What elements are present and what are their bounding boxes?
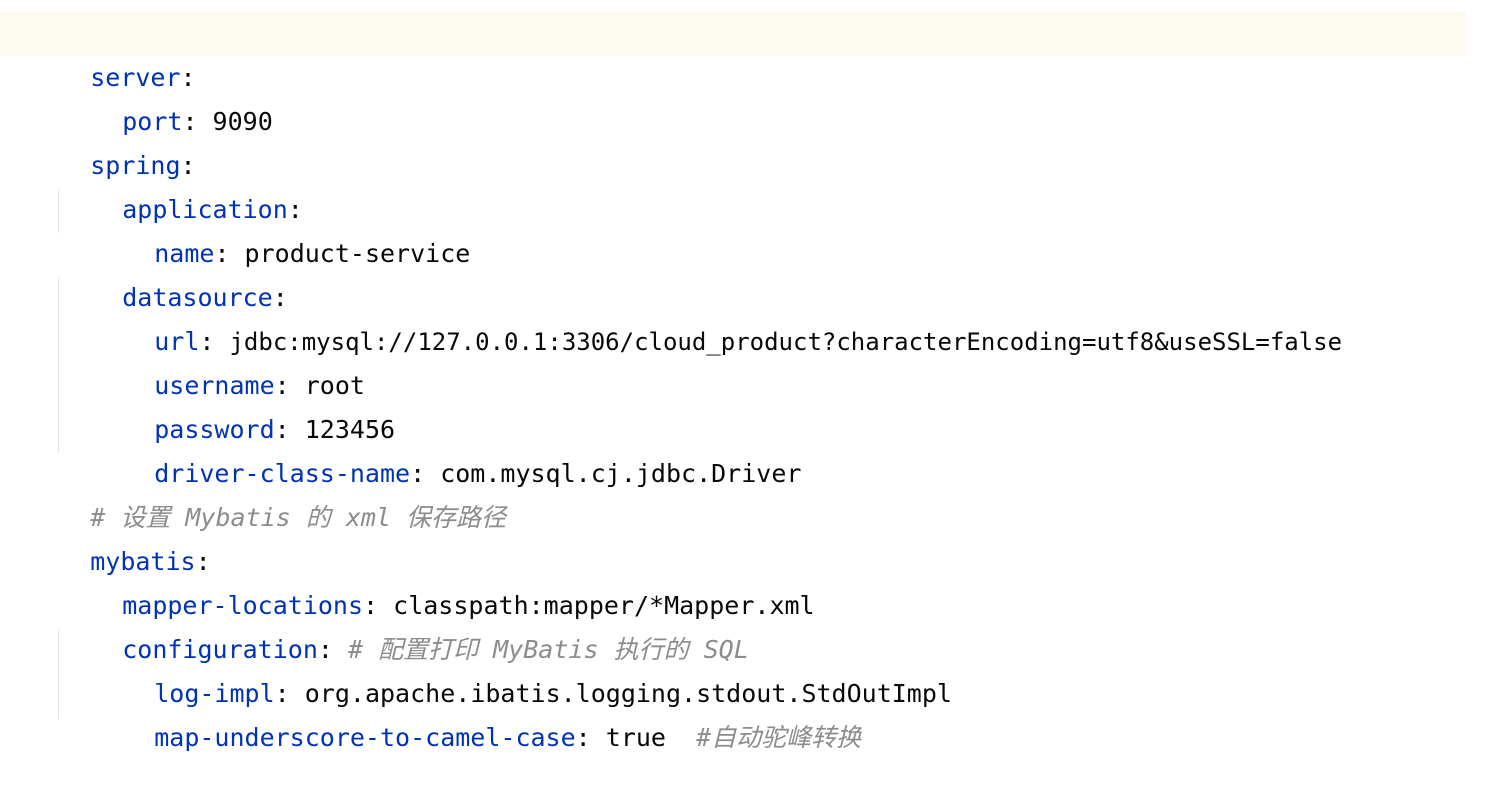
- code-line-port[interactable]: port: 9090: [122, 107, 273, 136]
- yaml-value: 123456: [304, 415, 396, 444]
- yaml-value: jdbc:mysql://127.0.0.1:3306/cloud_produc…: [229, 328, 1343, 356]
- indent-guide-configuration: [58, 629, 59, 719]
- yaml-key: datasource: [122, 283, 273, 312]
- yaml-key: url: [154, 327, 200, 356]
- yaml-key: configuration: [122, 635, 318, 664]
- yaml-key: log-impl: [154, 679, 275, 708]
- yaml-value: org.apache.ibatis.logging.stdout.StdOutI…: [304, 679, 952, 708]
- code-line-application[interactable]: application:: [122, 195, 303, 224]
- indent-guide-application: [58, 189, 59, 233]
- yaml-key: server: [90, 63, 181, 92]
- yaml-comment: #自动驼峰转换: [696, 723, 862, 752]
- code-line-configuration[interactable]: configuration: # 配置打印 MyBatis 执行的 SQL: [122, 635, 749, 664]
- yaml-value: 9090: [212, 107, 273, 136]
- yaml-comment: # 设置 Mybatis 的 xml 保存路径: [90, 503, 507, 532]
- yaml-value: root: [304, 371, 365, 400]
- code-line-url[interactable]: url: jdbc:mysql://127.0.0.1:3306/cloud_p…: [154, 327, 1343, 356]
- yaml-key: map-underscore-to-camel-case: [154, 723, 576, 752]
- yaml-editor[interactable]: server: port: 9090 spring: application: …: [0, 0, 1502, 752]
- code-line-driver-class-name[interactable]: driver-class-name: com.mysql.cj.jdbc.Dri…: [154, 459, 802, 488]
- yaml-key: spring: [90, 151, 181, 180]
- code-line-username[interactable]: username: root: [154, 371, 365, 400]
- code-line-spring[interactable]: spring:: [90, 151, 196, 180]
- code-line-map-underscore[interactable]: map-underscore-to-camel-case: true #自动驼峰…: [154, 723, 862, 752]
- yaml-key: mapper-locations: [122, 591, 364, 620]
- yaml-value: product-service: [244, 239, 471, 268]
- code-line-name[interactable]: name: product-service: [154, 239, 471, 268]
- yaml-key: name: [154, 239, 215, 268]
- yaml-comment: # 配置打印 MyBatis 执行的 SQL: [348, 635, 749, 664]
- code-line-server[interactable]: server:: [0, 12, 1466, 92]
- yaml-key: mybatis: [90, 547, 196, 576]
- yaml-key: port: [122, 107, 183, 136]
- yaml-value: com.mysql.cj.jdbc.Driver: [440, 459, 802, 488]
- code-line-mybatis[interactable]: mybatis:: [90, 547, 211, 576]
- code-line-mapper-locations[interactable]: mapper-locations: classpath:mapper/*Mapp…: [122, 591, 815, 620]
- indent-guide-datasource: [58, 277, 59, 453]
- code-line-log-impl[interactable]: log-impl: org.apache.ibatis.logging.stdo…: [154, 679, 952, 708]
- code-line-comment-mybatis[interactable]: # 设置 Mybatis 的 xml 保存路径: [0, 452, 1466, 532]
- code-line-datasource[interactable]: datasource:: [122, 283, 288, 312]
- yaml-key: driver-class-name: [154, 459, 411, 488]
- yaml-key: application: [122, 195, 288, 224]
- code-line-password[interactable]: password: 123456: [154, 415, 396, 444]
- yaml-value: classpath:mapper/*Mapper.xml: [393, 591, 815, 620]
- yaml-value: true: [605, 723, 666, 752]
- yaml-key: password: [154, 415, 275, 444]
- yaml-key: username: [154, 371, 275, 400]
